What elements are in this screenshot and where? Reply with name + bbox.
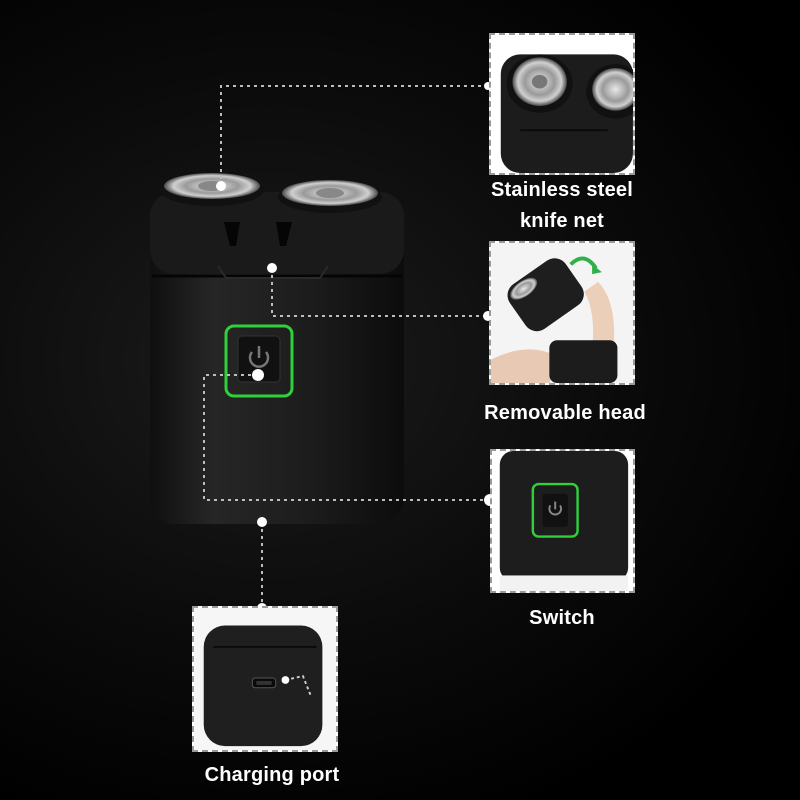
label-removable-head: Removable head	[484, 402, 646, 424]
label-knife-net-line2: knife net	[519, 210, 605, 232]
cutter-head-left	[160, 173, 264, 206]
power-icon-thumb	[548, 501, 562, 516]
thumbnail-knife-net	[489, 33, 635, 175]
label-knife-net-line1: Stainless steel	[491, 179, 633, 201]
thumbnail-charging-port	[192, 606, 338, 752]
label-knife-net: Stainless steel knife net	[470, 175, 654, 237]
usb-port-icon	[251, 677, 277, 689]
power-switch	[224, 324, 294, 398]
cutter-head-right	[278, 180, 382, 213]
guide-lines	[203, 85, 490, 608]
label-switch: Switch	[529, 607, 595, 629]
thumbnail-removable-head	[489, 241, 635, 385]
power-icon	[248, 346, 270, 368]
thumbnail-switch	[490, 449, 635, 593]
label-charging-port: Charging port	[204, 764, 340, 786]
